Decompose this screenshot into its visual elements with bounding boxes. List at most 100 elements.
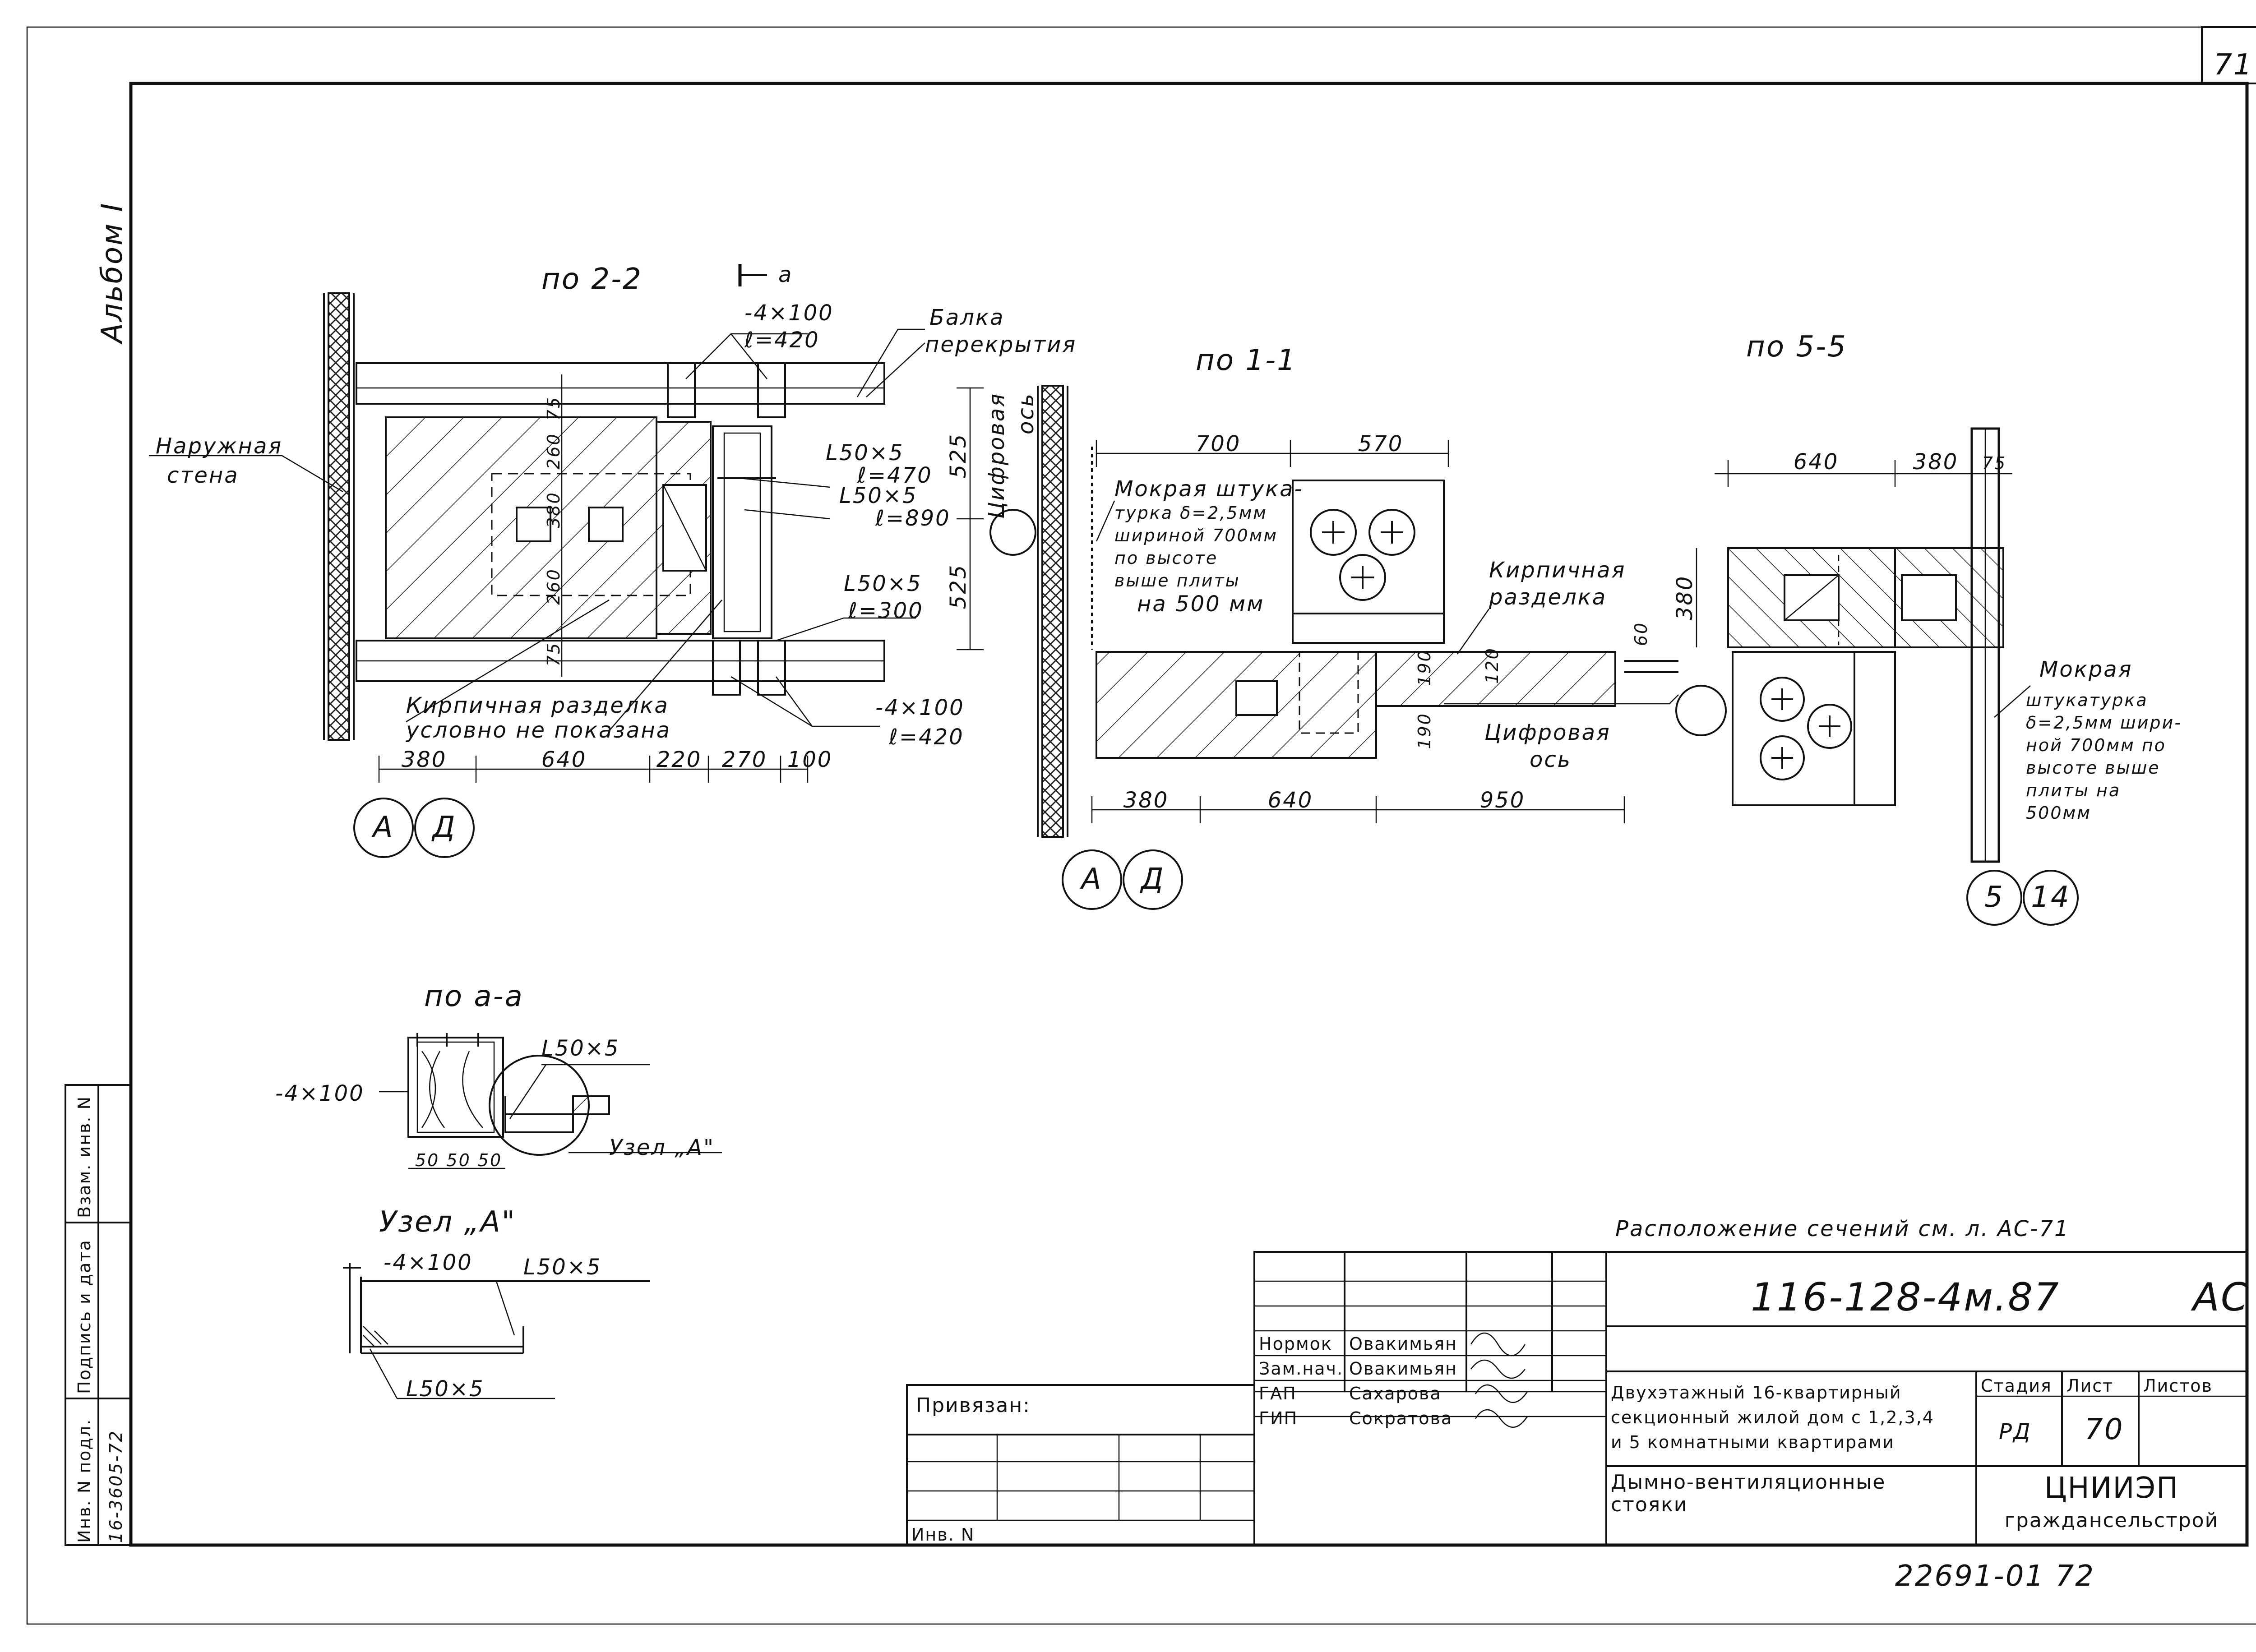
digital-axis-1: Цифровая [1484,720,1611,745]
aa-angle-label: L50×5 [541,1036,620,1061]
plaster-note-5: выше плиты [1114,571,1240,591]
section-2-2-title: по 2-2 [541,263,643,296]
dim-22-380: 380 [402,747,447,772]
node-a-title: Узел „А" [379,1205,516,1239]
outer-wall-label-1: Наружная [156,434,282,459]
vent-block-5-5 [1732,651,1896,806]
plaster55-1: Мокрая [2039,657,2133,682]
staff-name-3: Сахарова [1349,1384,1442,1403]
project-title-2: секционный жилой дом с 1,2,3,4 [1611,1407,1934,1427]
leaders-2-2 [149,328,925,731]
axis-14-label: 14 [2031,881,2070,914]
doc-mark: АС [2191,1275,2249,1320]
dim-22-v260b: 260 [544,568,564,605]
dim-55-v380: 380 [1672,575,1697,621]
dim-55-75: 75 [1982,453,2006,473]
digital-axis-vertical-2: ось [1013,392,1039,434]
axis-bubble-d-2 [1123,849,1183,910]
brick-note-2: условно не показана [405,718,671,743]
plaster55-4: ной 700мм по [2026,735,2166,755]
plaster55-7: 500мм [2026,803,2091,823]
dim-22-220: 220 [656,747,702,772]
node-a-callout [489,1055,590,1156]
vent-block-1-1 [1292,480,1445,644]
staff-role-3: ГАП [1259,1384,1297,1403]
staff-name-4: Сократова [1349,1408,1452,1428]
dim-11-120: 120 [1482,647,1502,684]
beam-top [356,362,885,405]
plate-top-length: ℓ=420 [744,328,820,353]
dim-22-v525b: 525 [946,564,971,609]
side-inv-podl-value: 16-3605-72 [106,1430,126,1543]
dims-2-2 [378,374,984,783]
axis-bubble-a [353,798,414,858]
dim-22-v380: 380 [544,491,564,528]
dim-11-60: 60 [1631,622,1651,646]
dim-11-190a: 190 [1415,649,1434,686]
angle3-size: L50×5 [844,571,922,596]
stage-value: РД [1999,1419,2031,1444]
node-plate-label: -4×100 [384,1250,473,1275]
dim-55-380: 380 [1913,449,1959,475]
privyazan-label: Привязан: [916,1394,1031,1417]
axis-a2-label: А [1080,863,1103,896]
section-mark-a: а [778,262,793,287]
axis-d-label: Д [431,811,457,844]
plaster55-5: высоте выше [2026,758,2160,778]
aa-dim-50: 50 50 50 [415,1150,502,1170]
node-angle-top-label: L50×5 [523,1255,602,1280]
sheet-title-2: стояки [1611,1493,1687,1516]
plate-bottom-size: -4×100 [875,695,965,720]
outer-wall-1-1 [1041,385,1064,838]
plaster55-3: δ=2,5мм шири- [2026,713,2182,733]
org-name-2: граждансельстрой [2005,1509,2219,1532]
staff-name-2: Овакимьян [1349,1359,1457,1379]
plaster-note-4: по высоте [1114,548,1218,568]
dim-55-640: 640 [1794,449,1839,475]
dim-11-570: 570 [1358,431,1404,457]
album-label: Альбом I [96,202,129,345]
brick-note-1: Кирпичная разделка [406,693,669,718]
sections-reference: Расположение сечений см. л. АС-71 [1615,1216,2070,1241]
plaster55-6: плиты на [2026,780,2121,800]
digital-axis-vertical-1: Цифровая [984,392,1009,519]
plaster55-2: штукатурка [2026,690,2148,710]
sheet-title-1: Дымно-вентиляционные [1611,1471,1886,1494]
axis-bubble-14 [2023,870,2079,926]
section-2-2: по 2-2 а [323,262,885,741]
vent-opening-1 [516,507,551,542]
plaster-note-3: шириной 700мм [1114,526,1278,545]
dim-22-v75b: 75 [544,642,564,666]
dim-11-950: 950 [1480,788,1526,813]
doc-code: 116-128-4м.87 [1751,1275,2060,1320]
axis-d2-label: Д [1140,863,1165,896]
archive-number: 22691-01 72 [1895,1560,2095,1593]
vent-opening-2 [588,507,624,542]
axis-5-label: 5 [1984,881,2004,914]
dims-1-1 [1091,440,1625,823]
dim-22-v75a: 75 [544,396,564,420]
axis-bubble-a-2 [1062,849,1122,910]
angle2-length: ℓ=890 [875,506,951,531]
side-stamp [65,1084,132,1546]
angle1-size: L50×5 [826,440,904,466]
page-number-box [2201,26,2256,84]
side-podpis: Подпись и дата [74,1239,94,1394]
stage-header: Стадия [1981,1376,2052,1396]
digital-axis-marker-2 [1675,685,1727,736]
staff-role-4: ГИП [1259,1408,1298,1428]
project-title-3: и 5 комнатными квартирами [1611,1432,1895,1452]
section-a-a: по а-а [379,980,722,1169]
beam-label-2: перекрытия [925,332,1077,357]
side-inv-podl: Инв. N подл. [74,1419,94,1543]
staff-name-1: Овакимьян [1349,1334,1457,1354]
plate-bottom-length: ℓ=420 [888,724,964,750]
section-1-1-title: по 1-1 [1196,344,1297,377]
sheets-header: Листов [2143,1376,2213,1396]
sheet-header: Лист [2066,1376,2113,1396]
staff-role-2: Зам.нач. [1259,1359,1343,1379]
dim-22-v525a: 525 [946,433,971,479]
axis-a-label: А [371,811,394,844]
title-block [906,1251,2248,1546]
